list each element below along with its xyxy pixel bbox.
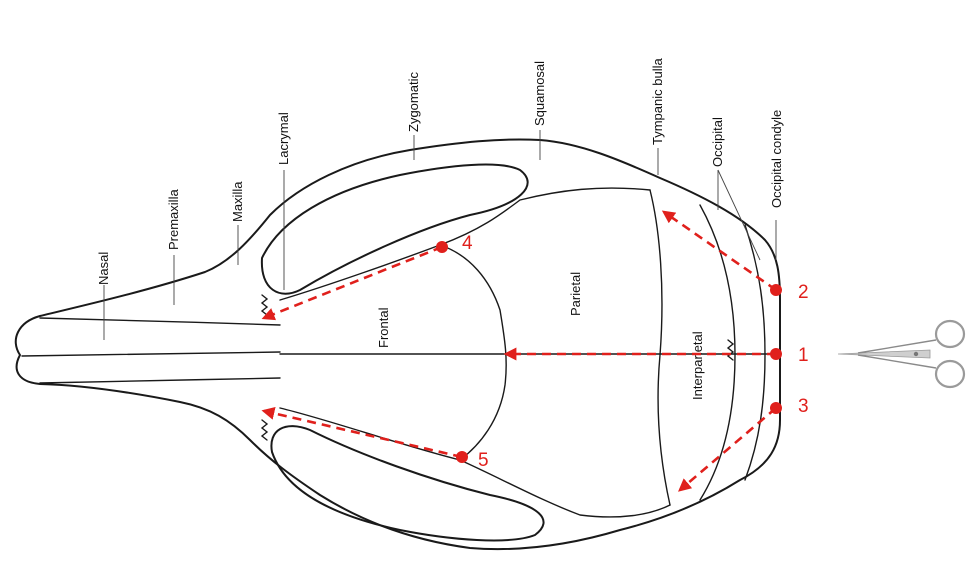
cut-number-3: 3: [798, 396, 809, 417]
cut-point-3: [770, 402, 782, 414]
cut-number-5: 5: [478, 450, 489, 471]
cut-point-1: [770, 348, 782, 360]
label-lacrymal: Lacrymal: [276, 112, 291, 165]
cut-number-2: 2: [798, 282, 809, 303]
label-occipital-condyle: Occipital condyle: [769, 110, 784, 208]
label-tympanic-bulla: Tympanic bulla: [650, 58, 665, 145]
label-maxilla: Maxilla: [230, 181, 245, 222]
cut-line-4: [264, 247, 442, 318]
cut-point-5: [456, 451, 468, 463]
label-zygomatic: Zygomatic: [406, 72, 421, 132]
label-occipital: Occipital: [710, 117, 725, 167]
cut-number-1: 1: [798, 345, 809, 366]
cut-point-2: [770, 284, 782, 296]
label-nasal: Nasal: [96, 252, 111, 285]
cut-line-5: [264, 411, 462, 457]
skull-outline: [16, 139, 780, 549]
cut-line-2: [664, 212, 776, 290]
label-squamosal: Squamosal: [532, 61, 547, 126]
leader-lines: [104, 130, 776, 340]
label-interparietal: Interparietal: [690, 331, 705, 400]
label-parietal: Parietal: [568, 272, 583, 316]
label-premaxilla: Premaxilla: [166, 189, 181, 250]
scissors-icon: [838, 321, 964, 387]
label-frontal: Frontal: [376, 307, 391, 348]
cut-points: 1 2 3 4 5: [436, 233, 809, 471]
cut-line-3: [680, 408, 776, 490]
bone-labels: Nasal Premaxilla Maxilla Lacrymal Zygoma…: [96, 58, 784, 400]
cut-point-4: [436, 241, 448, 253]
cut-number-4: 4: [462, 233, 473, 254]
